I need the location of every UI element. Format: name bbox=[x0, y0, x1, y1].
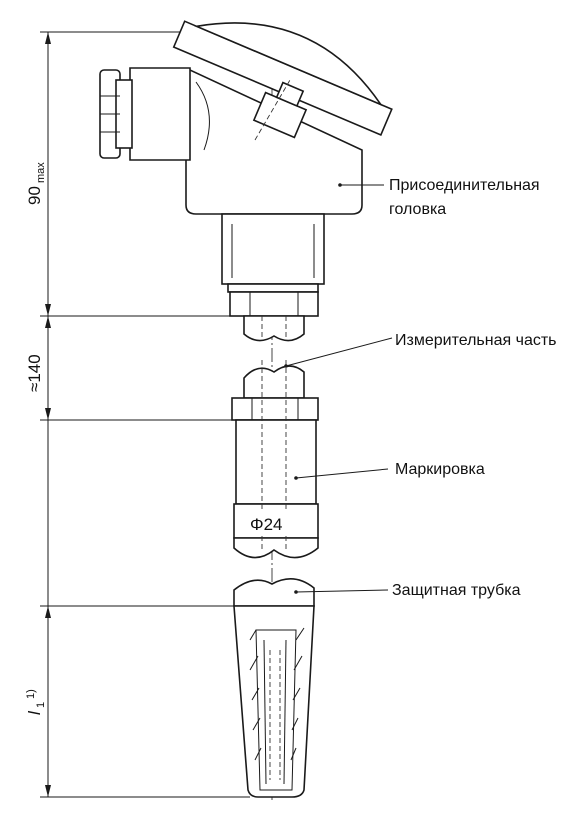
dimension-lines bbox=[40, 31, 250, 798]
label-protective-tube: Защитная трубка bbox=[392, 582, 521, 599]
protective-tube bbox=[233, 578, 315, 798]
dim-diameter: Φ24 bbox=[250, 515, 282, 534]
dim-overall-height: 90 bbox=[25, 186, 44, 205]
label-head-line2: головка bbox=[389, 201, 446, 218]
label-marking: Маркировка bbox=[395, 461, 485, 478]
connection-head bbox=[99, 20, 393, 342]
dim-overall-height-sub: max bbox=[35, 162, 47, 183]
label-measuring-part: Измерительная часть bbox=[395, 332, 557, 349]
dim-immersion-note: 1) bbox=[25, 689, 37, 699]
leader-lines bbox=[284, 183, 393, 594]
dim-immersion: l bbox=[25, 710, 44, 715]
measuring-insert bbox=[231, 360, 319, 559]
dim-immersion-sub: 1 bbox=[35, 702, 47, 708]
label-head-line1: Присоединительная bbox=[389, 177, 540, 194]
dim-insert-length: ≈140 bbox=[25, 354, 44, 392]
